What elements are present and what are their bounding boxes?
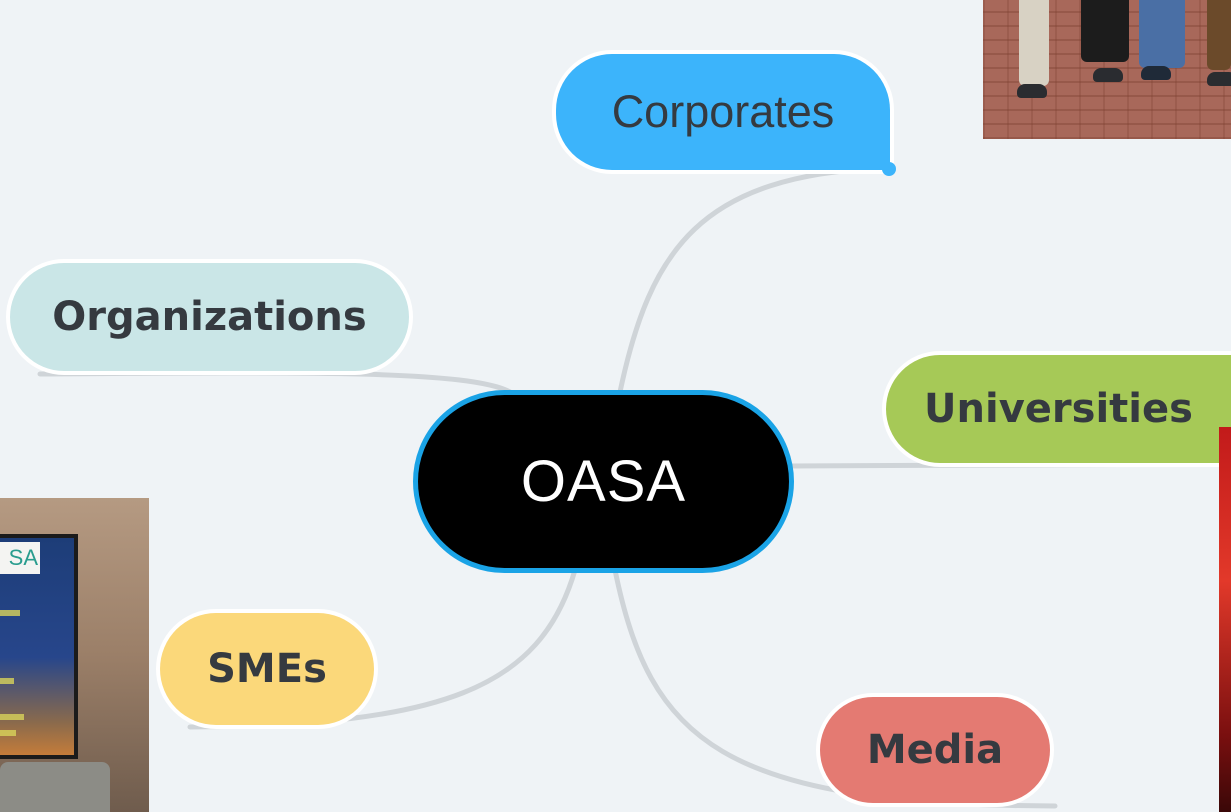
- presentation-screen: SA: [0, 534, 78, 759]
- connector-universities: [787, 461, 1231, 469]
- center-node[interactable]: OASA: [413, 390, 794, 573]
- branch-node-media[interactable]: Media: [820, 697, 1050, 803]
- branch-node-corporates[interactable]: Corporates: [556, 54, 896, 176]
- center-node-label: OASA: [520, 449, 687, 514]
- branch-label-organizations: Organizations: [52, 294, 367, 340]
- branch-label-universities: Universities: [924, 386, 1193, 432]
- photo-presentation-room: SA: [0, 498, 149, 812]
- photo-red-fragment: [1219, 427, 1231, 812]
- connector-organizations: [37, 370, 513, 395]
- branch-node-universities[interactable]: Universities: [886, 355, 1231, 463]
- branch-label-corporates: Corporates: [611, 86, 835, 137]
- branch-node-organizations[interactable]: Organizations: [10, 263, 409, 371]
- branch-label-smes: SMEs: [207, 646, 327, 692]
- photo-people-standing: [983, 0, 1231, 139]
- sofa: [0, 762, 110, 812]
- branch-label-media: Media: [866, 727, 1004, 773]
- branch-node-smes[interactable]: SMEs: [160, 613, 374, 725]
- connector-corporates: [617, 165, 888, 395]
- screen-logo: SA: [0, 542, 40, 574]
